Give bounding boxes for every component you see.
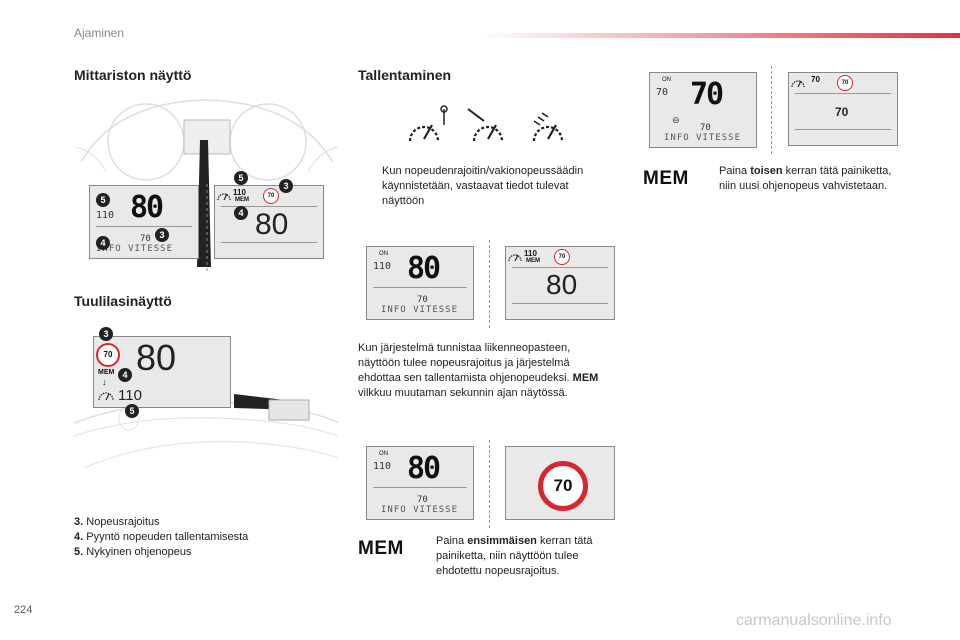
on-label: ON xyxy=(662,77,671,83)
section-header: Ajaminen xyxy=(74,26,125,40)
badge-hud-3: 3 xyxy=(99,327,113,341)
hud-display: 70 80 MEM ↓ 110 xyxy=(93,336,231,408)
mid-lcd-3: ON 110 80 70 INFO VITESSE xyxy=(366,446,474,520)
right-lcd-1: ON 70 70 ⊖ 70 INFO VITESSE xyxy=(649,72,757,148)
limiter-icon xyxy=(408,105,448,142)
lcd2-limit: 110 xyxy=(524,249,537,258)
lcd2-sign: 70 xyxy=(554,249,570,265)
right-text: Paina toisen kerran tätä painiketta, nii… xyxy=(719,165,892,192)
speed-sign-large: 70 xyxy=(538,461,588,511)
speedometer-icon xyxy=(508,254,522,262)
hud-set-speed: 110 xyxy=(118,387,142,404)
rlcd1-limit: 70 xyxy=(656,87,669,98)
adaptive-cruise-icon xyxy=(532,112,564,142)
watermark: carmanualsonline.info xyxy=(736,612,892,629)
lcd1-limit: 110 xyxy=(373,261,392,272)
rlcd1-speed: 70 xyxy=(690,77,724,112)
zoom-speed-sign: 70 xyxy=(263,188,279,204)
lcd3-speed: 80 xyxy=(407,451,441,486)
zoom-mem: MEM xyxy=(235,197,249,203)
cluster-limit: 110 xyxy=(96,210,115,221)
badge-4b: 4 xyxy=(234,206,248,220)
cluster-info: INFO VITESSE xyxy=(96,244,174,254)
lcd2-mem: MEM xyxy=(526,258,540,264)
zoom-speed: 80 xyxy=(255,208,289,241)
mid-lcd-4: 70 xyxy=(505,446,615,520)
title-cluster-display: Mittariston näyttö xyxy=(74,67,192,83)
divider xyxy=(489,440,490,528)
header-accent-bar xyxy=(480,33,960,38)
badge-3: 3 xyxy=(155,228,169,242)
rlcd1-info: INFO VITESSE xyxy=(664,133,742,143)
badge-5: 5 xyxy=(96,193,110,207)
zoom-limit: 110 xyxy=(233,188,246,197)
mem-button-label-1: MEM xyxy=(358,538,404,559)
cluster-set: 70 xyxy=(140,234,151,244)
cruise-state-icon: ⊖ xyxy=(672,115,680,125)
hud-speed: 80 xyxy=(136,337,177,378)
divider xyxy=(771,66,772,154)
lcd1-set: 70 xyxy=(417,295,428,305)
lcd3-limit: 110 xyxy=(373,461,392,472)
speed-mode-icons xyxy=(408,105,564,142)
badge-hud-5: 5 xyxy=(125,404,139,418)
on-label: ON xyxy=(379,451,388,457)
legend-item-5: 5. Nykyinen ohjenopeus xyxy=(74,546,192,558)
mid-text-3: Paina ensimmäisen kerran tätä painiketta… xyxy=(436,535,593,577)
on-label: ON xyxy=(379,251,388,257)
arrow-down-icon: ↓ xyxy=(102,377,107,387)
cruise-icon xyxy=(467,108,504,142)
rlcd1-set: 70 xyxy=(700,123,711,133)
speedometer-icon xyxy=(98,392,114,401)
mid-text-1: Kun nopeudenrajoitin/vakionopeussäädin k… xyxy=(382,165,584,207)
mem-button-label-2: MEM xyxy=(643,168,689,189)
mid-lcd-2: 110 MEM 70 80 xyxy=(505,246,615,320)
hud-mem: MEM xyxy=(98,369,115,376)
speedometer-icon xyxy=(217,193,231,201)
hud-speed-sign: 70 xyxy=(96,343,120,367)
page-number: 224 xyxy=(14,604,33,616)
rlcd2-speed: 70 xyxy=(835,105,849,119)
mid-lcd-1: ON 110 80 70 INFO VITESSE xyxy=(366,246,474,320)
instrument-cluster-illustration xyxy=(76,99,338,274)
badge-4: 4 xyxy=(96,236,110,250)
badge-5b: 5 xyxy=(234,171,248,185)
lcd2-speed: 80 xyxy=(546,269,578,300)
lcd3-set: 70 xyxy=(417,495,428,505)
lcd1-info: INFO VITESSE xyxy=(381,305,459,315)
rlcd2-sign: 70 xyxy=(837,75,853,91)
legend-item-4: 4. Pyyntö nopeuden tallentamisesta xyxy=(74,531,249,543)
badge-hud-4: 4 xyxy=(118,368,132,382)
rlcd2-limit: 70 xyxy=(811,75,820,84)
title-hud: Tuulilasinäyttö xyxy=(74,293,172,309)
legend-item-3: 3. Nopeusrajoitus xyxy=(74,516,160,528)
lcd1-speed: 80 xyxy=(407,251,441,286)
speedometer-icon xyxy=(791,80,805,88)
right-lcd-2: 70 70 70 xyxy=(788,72,898,146)
cluster-zoom-lcd: 110 MEM 70 80 xyxy=(214,185,324,259)
title-saving: Tallentaminen xyxy=(358,67,452,83)
mid-text-2: Kun järjestelmä tunnistaa liikenneopaste… xyxy=(358,342,599,399)
lcd3-info: INFO VITESSE xyxy=(381,505,459,515)
badge-3b: 3 xyxy=(279,179,293,193)
divider xyxy=(489,240,490,328)
cluster-speed: 80 xyxy=(130,190,164,225)
